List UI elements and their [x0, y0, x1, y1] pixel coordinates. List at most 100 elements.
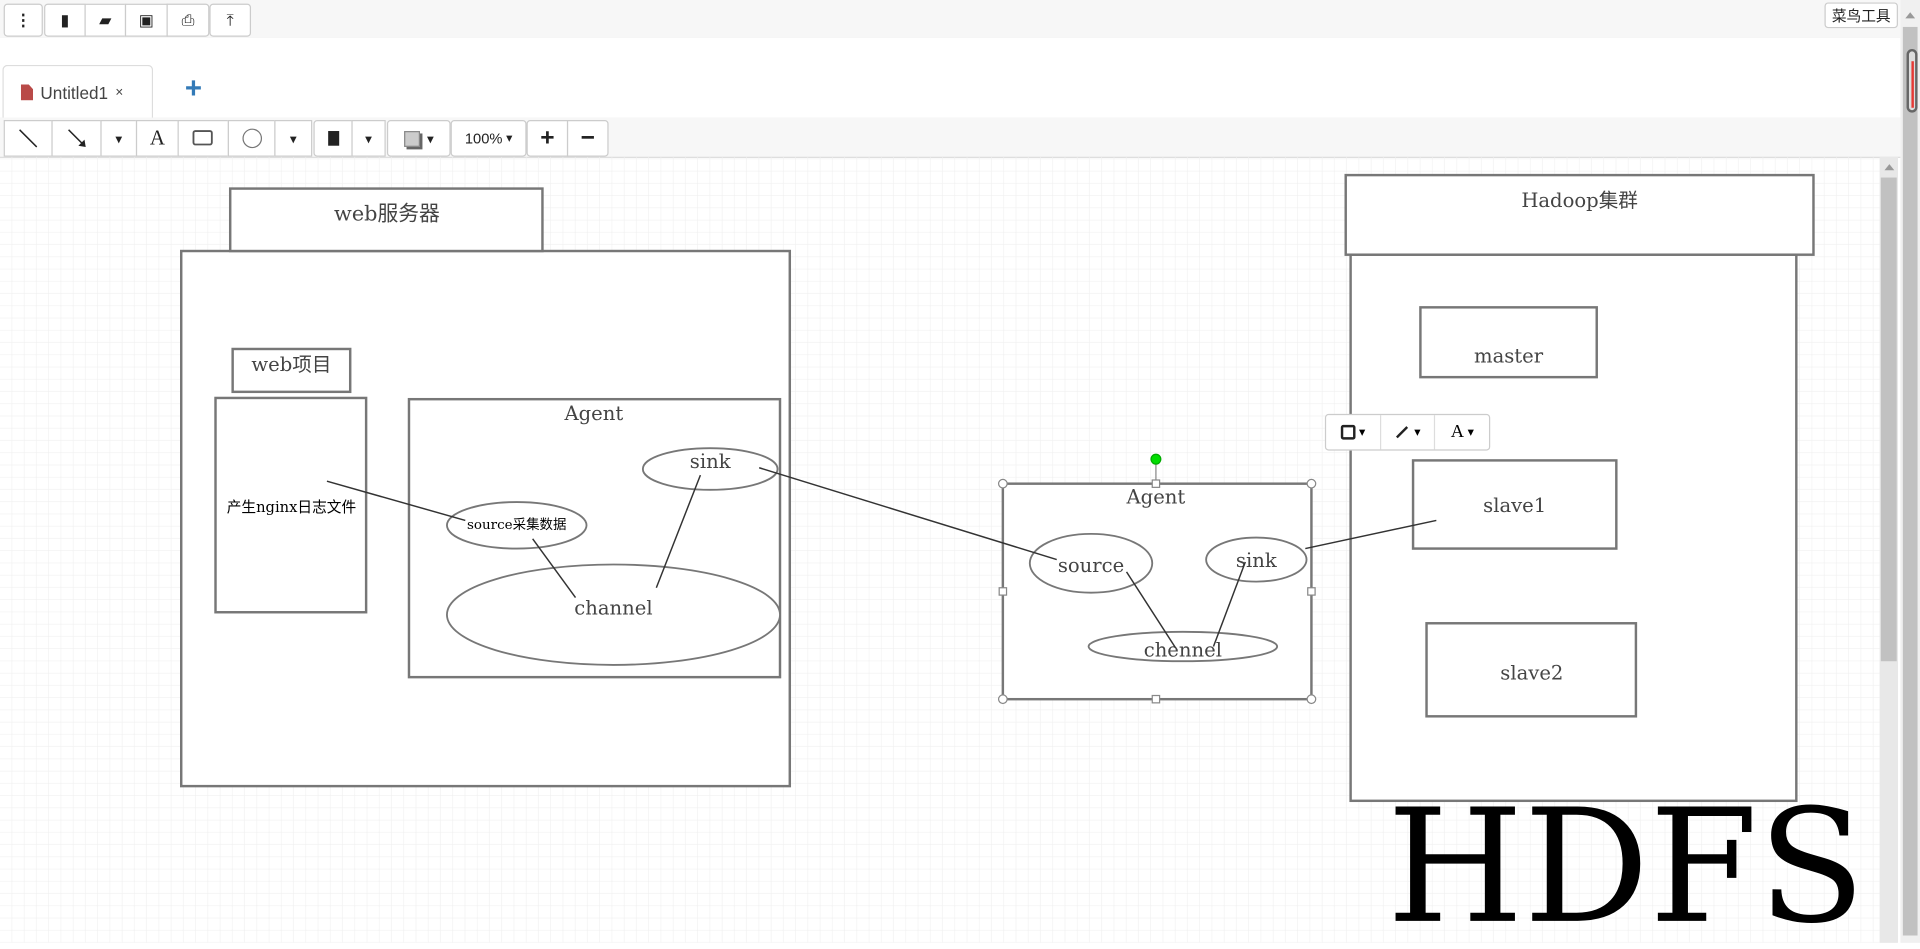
agent1-channel-ellipse[interactable]	[446, 563, 781, 666]
runoob-tools-link[interactable]: 菜鸟工具	[1824, 2, 1898, 29]
scroll-up-icon[interactable]	[1884, 164, 1895, 171]
zoom-out-button[interactable]: −	[566, 120, 609, 157]
rectangle-icon	[192, 130, 213, 146]
print-icon[interactable]: ⎙	[166, 3, 210, 37]
add-tab-button[interactable]: +	[184, 72, 203, 106]
connector-line[interactable]	[532, 538, 577, 598]
shadow-icon	[403, 130, 420, 147]
agent2-box[interactable]	[1001, 482, 1313, 701]
shape-dropdown[interactable]: ▾	[274, 120, 313, 157]
slave2-label: slave2	[1500, 662, 1563, 685]
resize-handle[interactable]	[1151, 479, 1161, 488]
pencil-icon	[1395, 426, 1409, 439]
caret-icon: ▾	[1414, 425, 1421, 439]
text-style-button[interactable]: A▾	[1436, 415, 1489, 449]
agent1-sink-label: sink	[690, 450, 731, 473]
ellipse-tool-button[interactable]	[227, 120, 276, 157]
diagram-svg[interactable]: HDFS web服务器 web项目 产生nginx日志文件 Agent sour…	[0, 156, 1880, 949]
resize-handle[interactable]	[1306, 478, 1317, 489]
web-project-title-box[interactable]	[231, 347, 352, 394]
tab-label: Untitled1	[40, 82, 109, 103]
resize-handle[interactable]	[1306, 694, 1317, 705]
scroll-up-icon[interactable]	[1905, 12, 1916, 19]
resize-handle[interactable]	[1151, 694, 1161, 704]
arrow-tool-button[interactable]	[51, 120, 102, 157]
floating-format-toolbar: ▾ ▾ A▾	[1324, 413, 1491, 451]
resize-handle[interactable]	[997, 478, 1008, 489]
agent2-source-ellipse[interactable]	[1028, 532, 1154, 594]
agent1-title: Agent	[564, 402, 624, 425]
shadow-button[interactable]: ▾	[386, 120, 451, 157]
caret-icon: ▾	[1467, 425, 1474, 439]
shape-toolbar: ▾ A ▾ ▾ ▾ 100%▾ + −	[0, 117, 1901, 158]
caret-icon: ▾	[1358, 425, 1366, 439]
page-scrollbar[interactable]	[1900, 0, 1920, 943]
agent1-sink-ellipse[interactable]	[641, 447, 779, 491]
connector-line[interactable]	[655, 474, 702, 589]
hadoop-title: Hadoop集群	[1521, 189, 1638, 212]
resize-handle[interactable]	[997, 694, 1008, 705]
line-icon	[19, 129, 38, 148]
page-scrollbar-thumb[interactable]	[1906, 48, 1918, 113]
main-toolbar: ⋮ ▮ ▰ ▣ ⎙ ⤒ 菜鸟工具	[0, 0, 1901, 40]
agent2-source-label: source	[1058, 554, 1124, 577]
resize-handle[interactable]	[998, 587, 1008, 596]
agent2-sink-label: sink	[1236, 549, 1277, 572]
slave1-label: slave1	[1483, 494, 1546, 517]
web-project-title: web项目	[251, 353, 331, 376]
connector-line[interactable]	[326, 480, 466, 522]
slave2-box[interactable]	[1425, 622, 1638, 718]
drawing-canvas[interactable]: HDFS web服务器 web项目 产生nginx日志文件 Agent sour…	[0, 156, 1880, 949]
rotate-handle[interactable]	[1150, 453, 1162, 465]
resize-handle[interactable]	[1307, 587, 1316, 596]
zoom-select[interactable]: 100%▾	[450, 120, 527, 157]
selection-handles[interactable]	[997, 453, 1317, 705]
line-dropdown[interactable]: ▾	[100, 120, 138, 157]
caret-icon: ▾	[506, 131, 513, 146]
hadoop-title-box[interactable]	[1344, 173, 1815, 256]
slave1-box[interactable]	[1411, 459, 1618, 550]
web-server-title-box[interactable]	[228, 187, 544, 253]
format-paint-button[interactable]	[313, 120, 353, 157]
save-icon[interactable]: ▣	[124, 3, 168, 37]
square-icon	[1340, 424, 1356, 440]
agent1-channel-label: channel	[574, 597, 652, 620]
canvas-scrollbar[interactable]	[1879, 156, 1898, 943]
zoom-in-button[interactable]: +	[526, 120, 569, 157]
master-label: master	[1474, 344, 1544, 367]
hdfs-label: HDFS	[1387, 776, 1865, 943]
open-folder-icon[interactable]: ▰	[84, 3, 127, 37]
more-vertical-icon[interactable]: ⋮	[3, 3, 43, 37]
close-icon[interactable]: ×	[115, 85, 124, 100]
page-scrollbar-track	[1902, 26, 1918, 936]
text-icon: A	[1450, 421, 1464, 442]
agent1-source-ellipse[interactable]	[446, 501, 588, 550]
scrollbar-thumb[interactable]	[1880, 177, 1897, 662]
export-icon[interactable]: ⤒	[209, 3, 252, 37]
web-server-title: web服务器	[334, 201, 440, 225]
text-tool-button[interactable]: A	[135, 120, 179, 157]
web-project-box[interactable]	[214, 396, 368, 614]
caret-icon: ▾	[427, 131, 434, 147]
line-style-button[interactable]: ▾	[1381, 415, 1436, 450]
circle-icon	[241, 128, 262, 149]
agent1-source-label: source采集数据	[467, 517, 566, 533]
tab-untitled1[interactable]: Untitled1 ×	[2, 64, 154, 119]
shape-style-button[interactable]: ▾	[1326, 415, 1381, 450]
rect-tool-button[interactable]	[177, 120, 229, 157]
agent2-channel-label: chennel	[1144, 638, 1222, 661]
file-icon	[20, 84, 34, 101]
nginx-log-label: 产生nginx日志文件	[227, 499, 356, 516]
new-file-icon[interactable]: ▮	[44, 3, 86, 37]
zoom-value: 100%	[464, 129, 503, 147]
connector-line[interactable]	[758, 467, 1057, 561]
agent2-channel-ellipse[interactable]	[1087, 630, 1279, 663]
connector-line[interactable]	[1125, 571, 1177, 649]
connector-line[interactable]	[1212, 561, 1246, 647]
master-box[interactable]	[1419, 306, 1598, 379]
paint-dropdown[interactable]: ▾	[351, 120, 386, 157]
agent2-sink-ellipse[interactable]	[1205, 536, 1308, 583]
tab-bar: Untitled1 × +	[0, 37, 1901, 119]
connector-line[interactable]	[1305, 519, 1437, 550]
line-tool-button[interactable]	[3, 120, 53, 157]
